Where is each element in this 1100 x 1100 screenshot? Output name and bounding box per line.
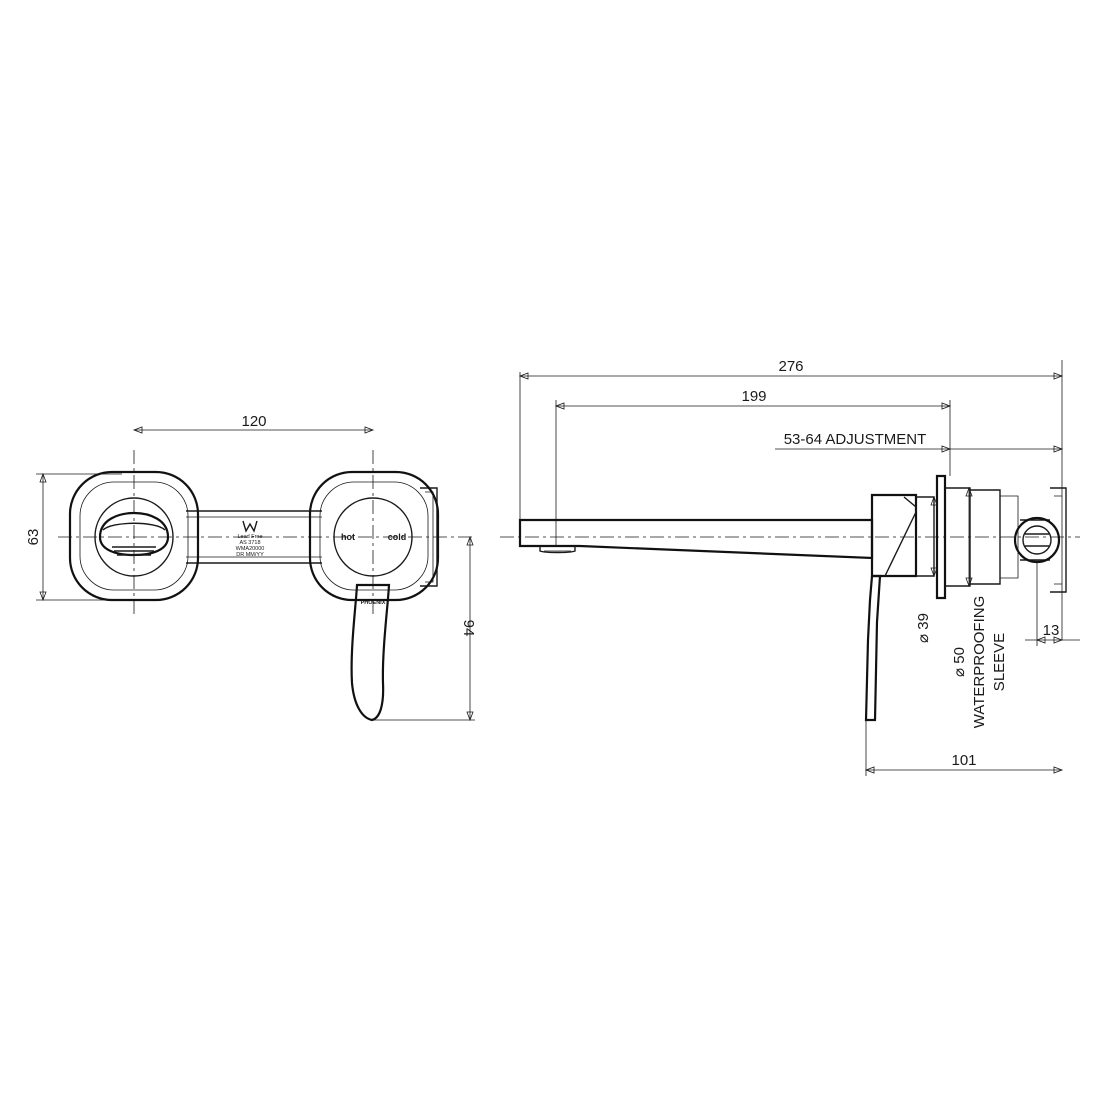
- standard-text: AS 3718: [239, 540, 260, 546]
- dim-text-adjustment: 53-64 ADJUSTMENT: [784, 431, 927, 448]
- sleeve-label-line-2: SLEEVE: [991, 633, 1008, 691]
- dim-text-101: 101: [951, 752, 976, 769]
- right-cover-plate: hot cold PHOENIX: [308, 470, 440, 606]
- dim-101: 101: [864, 720, 1064, 776]
- dim-13: 13: [1025, 560, 1080, 646]
- brand-label: PHOENIX: [361, 600, 386, 606]
- side-lever: [864, 574, 882, 722]
- watermark-logo: [242, 520, 258, 533]
- compliance-marking: Lead Free AS 3718 WMA20000 DR MM/YY: [236, 520, 265, 558]
- left-cover-plate: [68, 470, 200, 602]
- spout: [518, 518, 874, 560]
- dim-dia-50: ⌀ 50 WATERPROOFING SLEEVE: [951, 486, 1008, 729]
- dim-text-dia-39: ⌀ 39: [915, 613, 932, 643]
- dim-276: 276: [518, 358, 1064, 640]
- dim-text-199: 199: [741, 388, 766, 405]
- dim-text-276: 276: [778, 358, 803, 375]
- cold-label: cold: [388, 532, 407, 542]
- dim-text-94: 94: [460, 620, 477, 637]
- hot-label: hot: [341, 532, 355, 542]
- dim-63: 63: [25, 472, 122, 602]
- lead-free-text: Lead Free: [237, 534, 262, 540]
- wm-number-text: WMA20000: [236, 546, 265, 552]
- dim-dia-39: ⌀ 39: [915, 495, 938, 643]
- dim-text-63: 63: [25, 529, 42, 546]
- dim-120: 120: [132, 413, 375, 434]
- dim-199: 199: [554, 388, 952, 546]
- side-view: 276 199 53-64 ADJUSTMENT ⌀ 39 ⌀ 50 W: [500, 358, 1080, 776]
- dim-adjustment: 53-64 ADJUSTMENT: [775, 431, 1064, 453]
- mixer-body: [870, 474, 1067, 600]
- front-view: Lead Free AS 3718 WMA20000 DR MM/YY hot …: [25, 413, 477, 722]
- dim-text-120: 120: [241, 413, 266, 430]
- dim-text-13: 13: [1043, 622, 1060, 639]
- date-code-text: DR MM/YY: [236, 552, 264, 558]
- dim-text-dia-50: ⌀ 50: [951, 647, 968, 677]
- sleeve-label-line-1: WATERPROOFING: [971, 596, 988, 729]
- dim-94: 94: [372, 535, 477, 722]
